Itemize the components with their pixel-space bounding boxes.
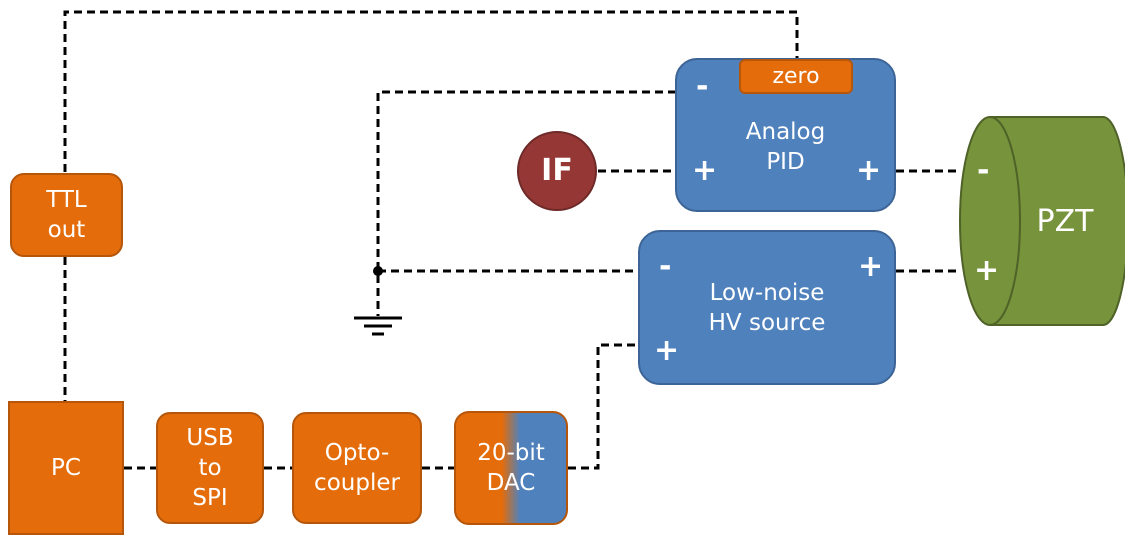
ttl-out-block: TTL out xyxy=(10,173,123,257)
hv-minus-sign: - xyxy=(659,249,672,284)
pid-output-plus-sign: + xyxy=(856,153,882,188)
wire-pid-minus-to-ground xyxy=(376,90,676,316)
zero-label: zero xyxy=(772,63,820,89)
pzt-plus-sign: + xyxy=(974,253,1000,288)
if-label: IF xyxy=(541,153,573,188)
pc-block: PC xyxy=(8,401,124,535)
hv-plus-out-sign: + xyxy=(858,249,884,284)
dac-label: 20-bit DAC xyxy=(477,440,545,496)
ttl-out-label: TTL out xyxy=(46,187,87,243)
pid-minus-sign: - xyxy=(696,69,709,104)
wire-dac-to-hv xyxy=(568,343,638,470)
pid-plus-sign: + xyxy=(692,153,718,188)
hv-plus-in-sign: + xyxy=(654,333,680,368)
wire-ttl-to-zero xyxy=(63,10,799,172)
dac-block-bg xyxy=(454,411,568,525)
analog-pid-block: Analog PID xyxy=(675,58,896,212)
usb-to-spi-label: USB to SPI xyxy=(186,425,234,511)
ground-symbol-icon xyxy=(354,316,402,336)
optocoupler-label: Opto- coupler xyxy=(314,440,400,496)
hv-source-block: Low-noise HV source xyxy=(638,230,896,385)
usb-to-spi-block: USB to SPI xyxy=(156,412,264,524)
analog-pid-label: Analog PID xyxy=(745,119,826,175)
pc-label: PC xyxy=(51,455,81,481)
dac-block: 20-bit DAC xyxy=(455,412,567,524)
if-circle xyxy=(517,131,597,211)
zero-button[interactable]: zero xyxy=(739,59,853,94)
pzt-cylinder xyxy=(959,116,1125,326)
junction-node xyxy=(373,266,383,276)
optocoupler-block: Opto- coupler xyxy=(292,412,422,524)
pzt-label: PZT xyxy=(1036,204,1094,239)
pzt-minus-sign: - xyxy=(977,153,990,188)
hv-source-label: Low-noise HV source xyxy=(708,279,826,336)
